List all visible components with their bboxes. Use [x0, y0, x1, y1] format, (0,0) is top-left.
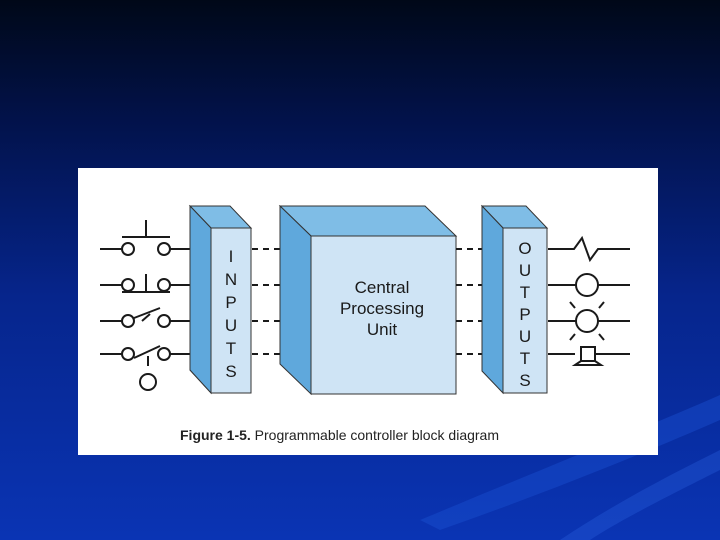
outputs-letter: T — [520, 349, 530, 368]
outputs-letter: S — [519, 371, 530, 390]
lamp-icon — [548, 273, 630, 297]
normally-open-pushbutton-icon — [100, 220, 190, 256]
input-bus-lines — [252, 248, 300, 355]
horn-icon — [548, 346, 630, 366]
outputs-letter: U — [519, 327, 531, 346]
outputs-letter: T — [520, 283, 530, 302]
inputs-letter: P — [225, 293, 236, 312]
output-bus-lines — [456, 248, 504, 355]
input-devices — [100, 220, 190, 391]
indicator-light-icon — [548, 301, 630, 341]
normally-closed-pushbutton-icon — [100, 274, 190, 293]
outputs-module: O U T P U T S — [480, 204, 549, 395]
figure-caption: Figure 1-5. Programmable controller bloc… — [180, 427, 499, 443]
caption-label: Figure 1-5. — [180, 427, 251, 443]
cpu-label-line: Unit — [367, 320, 398, 339]
inputs-letter: S — [225, 362, 236, 381]
inputs-letter: U — [225, 316, 237, 335]
cpu-module: Central Processing Unit — [278, 204, 458, 396]
plc-block-diagram: I N P U T S Central Processing Unit — [100, 204, 630, 396]
heater-icon — [548, 235, 630, 263]
cpu-label-line: Processing — [340, 299, 424, 318]
figure-panel: I N P U T S Central Processing Unit — [78, 168, 658, 455]
inputs-letter: N — [225, 270, 237, 289]
inputs-letter: I — [229, 247, 234, 266]
output-devices — [548, 235, 630, 366]
outputs-letter: O — [518, 239, 531, 258]
cpu-label-line: Central — [355, 278, 410, 297]
outputs-letter: P — [519, 305, 530, 324]
limit-switch-icon — [100, 345, 190, 391]
outputs-letter: U — [519, 261, 531, 280]
inputs-letter: T — [226, 339, 236, 358]
caption-text: Programmable controller block diagram — [250, 427, 500, 443]
inputs-module: I N P U T S — [188, 204, 253, 395]
toggle-switch-icon — [100, 307, 190, 328]
